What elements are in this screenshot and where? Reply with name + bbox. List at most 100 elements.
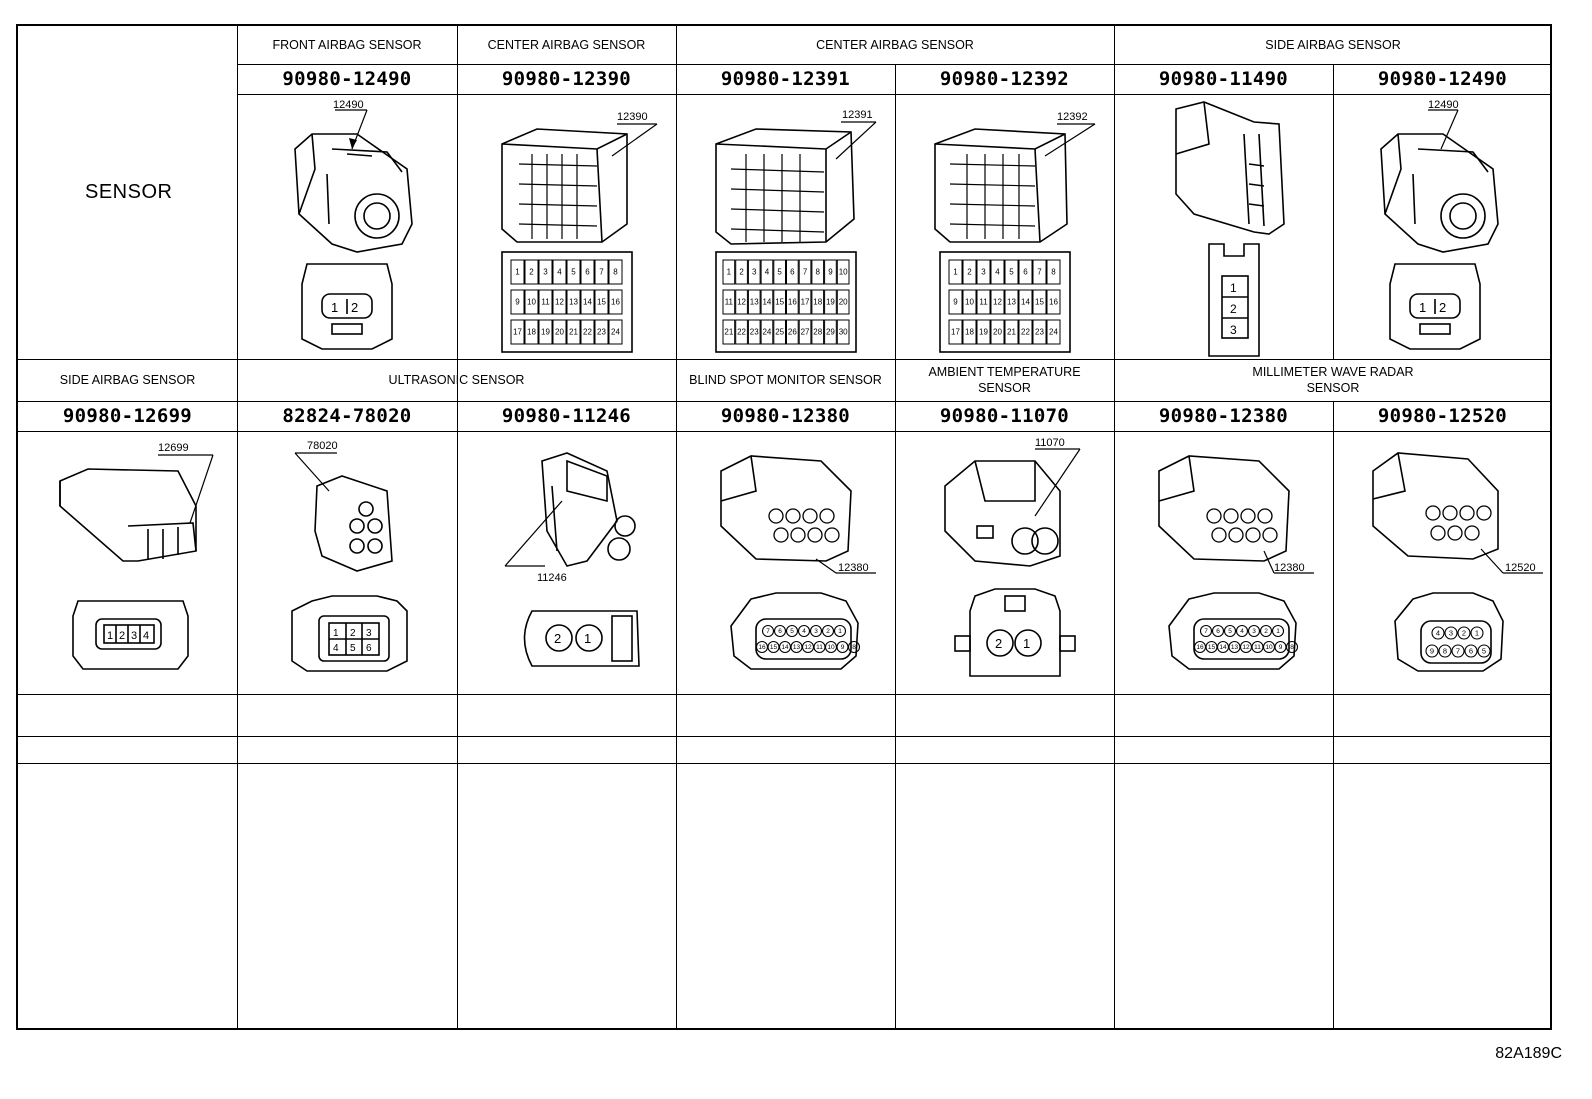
pin-label: 2 xyxy=(1264,628,1268,635)
pin-label: 13 xyxy=(1007,298,1016,307)
pin-label: 30 xyxy=(839,328,848,337)
pin-label: 17 xyxy=(513,328,522,337)
pin-label: 1 xyxy=(584,631,591,646)
pin-label: 2 xyxy=(1462,629,1466,638)
pin-label: 11 xyxy=(979,298,988,307)
pin-label: 16 xyxy=(1196,644,1204,651)
pin-cell xyxy=(608,319,623,345)
pin-cell xyxy=(608,289,623,315)
pin-label: 19 xyxy=(979,328,988,337)
pin-cell xyxy=(1285,640,1299,654)
pin-label: 1 xyxy=(107,630,113,642)
group-header-front-airbag: FRONT AIRBAG SENSOR xyxy=(272,38,422,52)
pin-cell xyxy=(773,319,787,345)
pin-label: 9 xyxy=(1279,644,1283,651)
pin-label: 1 xyxy=(515,268,520,277)
pin-label: 12 xyxy=(804,644,812,651)
pin-cell xyxy=(1431,626,1445,640)
pin-label: 5 xyxy=(777,268,782,277)
pin-label: 21 xyxy=(569,328,578,337)
pin-cell xyxy=(760,319,774,345)
pin-label: 2 xyxy=(995,636,1002,651)
pin-cell xyxy=(990,289,1005,315)
pin-label: 16 xyxy=(788,298,797,307)
pin-label: 8 xyxy=(613,268,618,277)
group-header-blind-spot: BLIND SPOT MONITOR SENSOR xyxy=(689,373,882,387)
part-number: 82824-78020 xyxy=(282,405,412,427)
pin-label: 2 xyxy=(554,631,561,646)
pin-label: 27 xyxy=(801,328,810,337)
pin-label: 22 xyxy=(1021,328,1030,337)
connector-drawing-12699: 12699 1 2 3 4 xyxy=(18,431,237,694)
pin-label: 1 xyxy=(331,300,338,315)
pin-label: 6 xyxy=(1469,647,1473,656)
pin-cell xyxy=(976,319,991,345)
group-header-center-airbag-1: CENTER AIRBAG SENSOR xyxy=(487,38,646,52)
pin-cell xyxy=(1018,319,1033,345)
pin-label: 3 xyxy=(1252,628,1256,635)
pin-label: 21 xyxy=(724,328,733,337)
pin-cell xyxy=(1046,289,1061,315)
pin-cell xyxy=(580,289,595,315)
pin-label: 14 xyxy=(762,298,771,307)
pin-label: 2 xyxy=(739,268,744,277)
pin-cell xyxy=(747,259,761,285)
pin-cell xyxy=(524,259,539,285)
pin-cell xyxy=(1259,624,1273,638)
group-header-side-airbag-2: SIDE AIRBAG SENSOR xyxy=(59,373,196,387)
group-header-side-airbag: SIDE AIRBAG SENSOR xyxy=(1265,38,1401,52)
row-label-sensor: SENSOR xyxy=(85,181,173,203)
pin-cell xyxy=(1223,624,1237,638)
pin-cell xyxy=(1271,624,1285,638)
pin-cell xyxy=(1464,644,1478,658)
pin-cell xyxy=(962,319,977,345)
pin-label: 24 xyxy=(762,328,771,337)
pin-cell xyxy=(773,259,787,285)
pin-cell xyxy=(824,259,837,285)
pin-label: 23 xyxy=(1035,328,1044,337)
pin-cell xyxy=(1477,644,1491,658)
callout-label: 12380 xyxy=(1274,562,1305,574)
pin-cell xyxy=(538,259,553,285)
pin-label: 5 xyxy=(571,268,576,277)
pin-cell xyxy=(510,289,525,315)
pin-cell xyxy=(1004,319,1019,345)
pin-cell xyxy=(811,289,825,315)
pin-label: 15 xyxy=(1208,644,1216,651)
pin-label: 10 xyxy=(827,644,835,651)
pin-label: 7 xyxy=(1456,647,1460,656)
pin-cell xyxy=(1451,644,1465,658)
pin-cell xyxy=(948,259,963,285)
pin-cell xyxy=(1018,289,1033,315)
pin-cell xyxy=(948,319,963,345)
pin-cell xyxy=(722,289,736,315)
callout-label: 11070 xyxy=(1035,437,1065,449)
pin-label: 9 xyxy=(515,298,520,307)
pin-cell xyxy=(786,319,799,345)
pin-label: 16 xyxy=(1049,298,1058,307)
pin-cell xyxy=(580,319,595,345)
pin-label: 4 xyxy=(333,643,339,654)
pin-label: 11 xyxy=(816,644,823,651)
callout-label: 12490 xyxy=(333,99,364,111)
pin-cell xyxy=(1004,289,1019,315)
callout-label: 11246 xyxy=(537,572,567,584)
connector-drawing-12490-b: 12490 1 2 xyxy=(1333,94,1552,359)
pin-cell xyxy=(538,319,553,345)
group-header-ambient-temp: AMBIENT TEMPERATURE SENSOR xyxy=(928,365,1081,395)
pin-cell xyxy=(836,259,850,285)
callout-label: 12380 xyxy=(838,562,869,574)
pin-label: 20 xyxy=(555,328,564,337)
part-number: 90980-12490 xyxy=(282,68,412,90)
pin-cell xyxy=(773,289,787,315)
pin-label: 1 xyxy=(727,268,732,277)
pin-label: 13 xyxy=(569,298,578,307)
pin-cell xyxy=(811,319,825,345)
pin-cell xyxy=(580,259,595,285)
pin-label: 9 xyxy=(1430,647,1434,656)
pin-cell xyxy=(552,319,567,345)
pin-cell xyxy=(1032,319,1047,345)
